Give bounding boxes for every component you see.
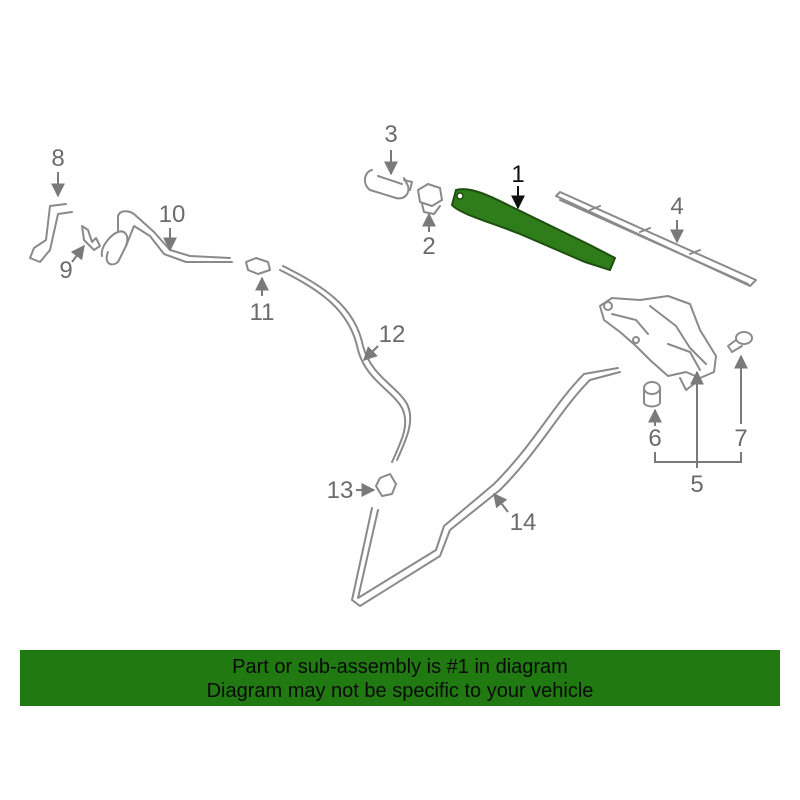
- callout-1: 1: [511, 161, 524, 188]
- wiper-arm-part-1: [450, 188, 617, 272]
- joint-part-13: [375, 473, 397, 497]
- banner-line-part-number: Part or sub-assembly is #1 in diagram: [232, 656, 568, 678]
- grommet-part-6: [643, 381, 661, 408]
- callout-13: 13: [327, 477, 354, 504]
- part-notice-banner: Part or sub-assembly is #1 in diagram Di…: [20, 650, 780, 706]
- bracket-5: [654, 452, 742, 463]
- callout-6: 6: [648, 425, 661, 452]
- hose-part-14: [351, 367, 621, 607]
- leader-9: [70, 244, 85, 263]
- hose-part-12: [279, 265, 412, 463]
- connector-part-8: [29, 203, 73, 263]
- callout-3: 3: [384, 121, 397, 148]
- callout-4: 4: [670, 193, 683, 220]
- callout-8: 8: [51, 145, 64, 172]
- leader-14: [493, 492, 509, 513]
- wiper-motor-part-5: [599, 295, 717, 391]
- leader-12: [363, 345, 379, 361]
- callout-11: 11: [250, 299, 275, 326]
- banner-line-disclaimer: Diagram may not be specific to your vehi…: [206, 680, 594, 702]
- callout-12: 12: [379, 321, 406, 348]
- joint-part-11: [245, 257, 271, 275]
- callout-10: 10: [159, 201, 186, 228]
- nut-part-2: [417, 183, 443, 215]
- check-valve-part-9: [81, 225, 101, 251]
- wiper-blade-part-4: [555, 191, 757, 287]
- callout-7: 7: [734, 425, 747, 452]
- callout-9: 9: [59, 257, 72, 284]
- washer-hose-part-10: [100, 210, 233, 266]
- callout-2: 2: [422, 233, 435, 260]
- callout-5: 5: [690, 471, 703, 498]
- cover-cap-part-3: [364, 169, 413, 200]
- callout-14: 14: [510, 509, 537, 536]
- bolt-part-7: [727, 331, 753, 353]
